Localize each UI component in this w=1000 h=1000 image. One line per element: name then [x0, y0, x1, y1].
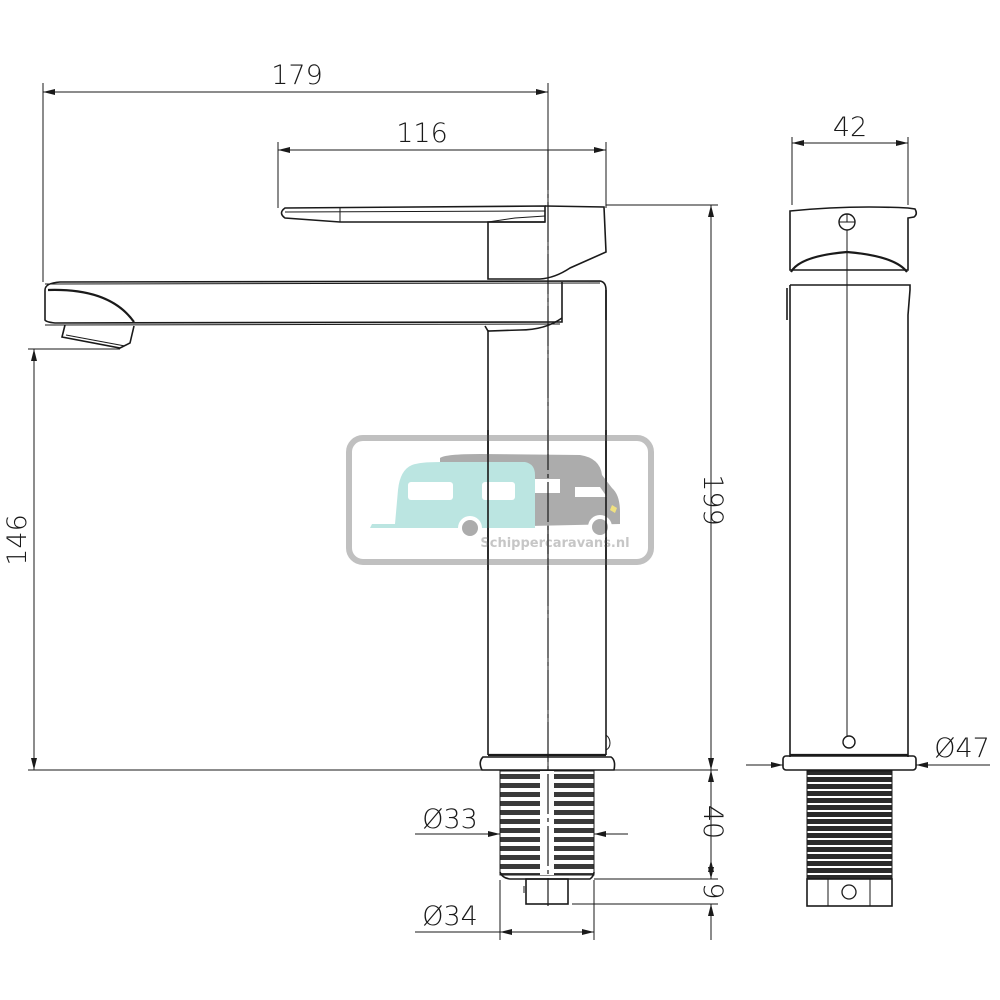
dim-label-d47: Ø47	[934, 733, 990, 764]
watermark-frame	[346, 435, 654, 565]
dim-label-40: 40	[697, 805, 728, 839]
handle-lever	[280, 205, 607, 280]
dimension-total-height: 199	[606, 204, 728, 771]
dim-label-9: 9	[697, 882, 728, 899]
headlight-icon	[610, 505, 617, 513]
dim-label-199: 199	[697, 474, 728, 526]
dimension-overall-length: 179	[42, 60, 549, 770]
dimension-thread-length: 40	[594, 770, 728, 880]
dimension-shank-diameter: Ø34	[415, 880, 595, 940]
dimension-body-width: 42	[791, 112, 909, 205]
dim-label-116: 116	[396, 118, 448, 149]
dim-label-146: 146	[2, 514, 33, 566]
thread-shank	[499, 770, 595, 905]
dim-label-d33: Ø33	[422, 804, 478, 835]
front-view: 42 Ø47	[746, 112, 990, 907]
dimension-spout-height: 146	[2, 348, 483, 771]
dimension-base-diameter: Ø47	[746, 733, 990, 768]
dim-label-42: 42	[833, 112, 867, 143]
spout	[44, 280, 607, 349]
side-view: 179 116	[2, 60, 728, 940]
dimension-thread-diameter: Ø33	[415, 804, 628, 837]
dimension-handle-length: 116	[277, 118, 607, 208]
dim-label-179: 179	[271, 60, 323, 91]
dim-label-d34: Ø34	[422, 901, 478, 932]
watermark-logo: Schippercaravans.nl	[346, 435, 654, 565]
dimension-tail-length: 9	[572, 860, 728, 940]
screw-icon	[842, 735, 856, 749]
watermark-text: Schippercaravans.nl	[480, 536, 629, 551]
